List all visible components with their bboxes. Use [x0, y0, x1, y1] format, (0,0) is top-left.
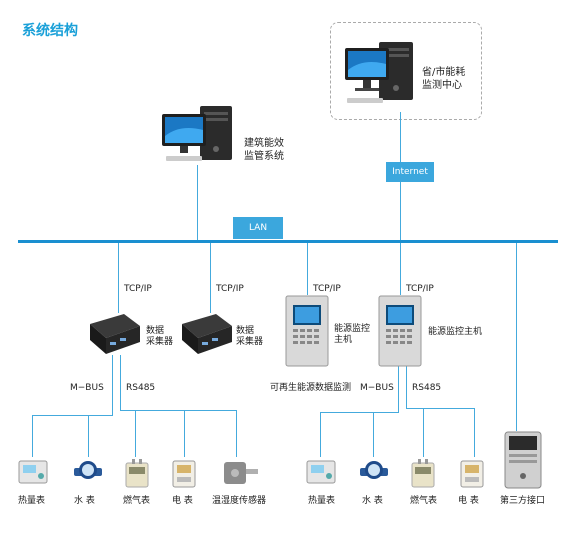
rs485-left-label: RS485 [126, 383, 156, 393]
water-meter-label: 水 表 [74, 496, 95, 506]
electric-meter-label-2: 电 表 [458, 496, 479, 506]
heat-meter-icon [18, 460, 48, 484]
rs485-left-drop [120, 355, 121, 410]
heat-meter-label-2: 热量表 [308, 496, 336, 506]
energy-monitor-host-1-label: 能源监控 主机 [334, 324, 371, 345]
mbus-left-drop [112, 355, 113, 415]
gas-meter-label-2: 燃气表 [410, 496, 438, 506]
gas-meter-icon [411, 459, 435, 488]
tcpip-label-3: TCP/IP [313, 284, 341, 294]
rs485-right-branch [406, 408, 474, 409]
heat-meter-label: 热量表 [18, 496, 46, 506]
energy-monitor-host-2-label: 能源监控主机 [428, 327, 483, 337]
data-collector-2-label: 数据 采集器 [236, 326, 264, 347]
provincial-center-group [330, 22, 482, 120]
mbus-left-leg-1 [32, 415, 33, 457]
gas-meter-icon [125, 459, 149, 488]
provincial-center-label: 省/市能耗 监测中心 [422, 67, 466, 91]
mbus-left-leg-2 [88, 415, 89, 457]
bus-to-third-party-line [516, 243, 517, 431]
water-meter-icon [74, 461, 102, 479]
provincial-center-computer [345, 42, 413, 103]
internet-tag: Internet [386, 162, 434, 182]
building-to-bus-line [197, 165, 198, 240]
energy-monitor-host-1 [285, 295, 329, 367]
rs485-left-leg-1 [135, 410, 136, 457]
lan-bus [18, 240, 558, 243]
rs485-left-leg-2 [184, 410, 185, 457]
third-party-interface-label: 第三方接口 [500, 496, 546, 506]
rs485-right-drop [406, 366, 407, 408]
rs485-left-leg-3 [236, 410, 237, 457]
renewable-monitor-label: 可再生能源数据监测 [270, 383, 352, 393]
electric-meter-icon [460, 460, 484, 488]
mbus-right-leg-2 [373, 412, 374, 457]
rs485-left-branch [120, 410, 236, 411]
mbus-right-label: M−BUS [360, 383, 394, 393]
mbus-right-branch [320, 412, 399, 413]
building-system-computer [162, 106, 232, 161]
bus-to-host-1-line [307, 243, 308, 295]
rs485-right-leg-2 [474, 408, 475, 457]
mbus-left-label: M−BUS [70, 383, 104, 393]
mbus-right-drop [398, 366, 399, 412]
heat-meter-icon [306, 460, 336, 484]
bus-to-collector-1-line [118, 243, 119, 313]
water-meter-icon [360, 461, 388, 479]
bus-to-collector-2-line [210, 243, 211, 313]
electric-meter-icon [172, 460, 196, 488]
lan-tag: LAN [233, 217, 283, 239]
data-collector-1-label: 数据 采集器 [146, 326, 174, 347]
gas-meter-label: 燃气表 [123, 496, 151, 506]
mbus-right-leg-1 [320, 412, 321, 457]
rs485-right-leg-1 [423, 408, 424, 457]
page-title: 系统结构 [22, 23, 78, 39]
data-collector-1 [90, 314, 140, 354]
electric-meter-label: 电 表 [172, 496, 193, 506]
building-system-label: 建筑能效 监管系统 [244, 138, 284, 162]
data-collector-2 [182, 314, 232, 354]
temp-humidity-sensor-label: 温湿度传感器 [212, 496, 267, 506]
water-meter-label-2: 水 表 [362, 496, 383, 506]
energy-monitor-host-2 [378, 295, 422, 367]
third-party-server-icon [504, 431, 542, 489]
tcpip-label-2: TCP/IP [216, 284, 244, 294]
tcpip-label-4: TCP/IP [406, 284, 434, 294]
rs485-right-label: RS485 [412, 383, 442, 393]
bus-to-host-2-line [400, 243, 401, 295]
tcpip-label-1: TCP/IP [124, 284, 152, 294]
mbus-left-branch [32, 415, 113, 416]
temp-humidity-sensor-icon [224, 462, 258, 484]
